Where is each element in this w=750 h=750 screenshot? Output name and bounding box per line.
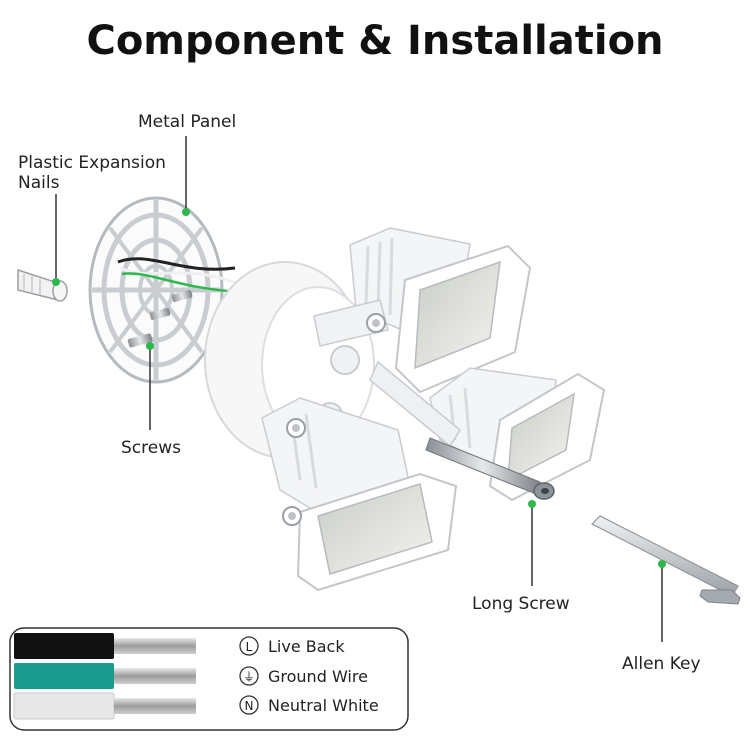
panel-screws — [127, 289, 193, 348]
live-wire-label: Live Back — [268, 637, 345, 656]
neutral-wire-strands — [114, 698, 196, 714]
long-screw-label: Long Screw — [472, 594, 570, 614]
long-screw — [425, 437, 555, 500]
neutral-symbol-icon — [239, 695, 259, 715]
right-floodlight — [369, 360, 606, 502]
fixture-knobs — [282, 313, 386, 526]
ground-symbol-text: ⏚ — [243, 670, 255, 684]
live-wire-strands — [114, 638, 196, 654]
ground-wire-label: Ground Wire — [268, 667, 368, 686]
leader-lines — [55, 136, 663, 642]
upper-floodlight — [313, 227, 532, 394]
allen-key — [590, 515, 741, 605]
live-symbol-icon — [239, 636, 259, 656]
ground-wire-strands — [114, 668, 196, 684]
allen-key-label: Allen Key — [622, 654, 701, 674]
neutral-symbol-text: N — [245, 699, 254, 713]
neutral-wire-label: Neutral White — [268, 696, 379, 715]
metal-panel — [88, 196, 241, 384]
screws-label: Screws — [121, 438, 181, 458]
ground-wire-insulation — [14, 663, 114, 689]
plastic-nails-label-line1: Plastic Expansion — [18, 153, 166, 173]
plastic-expansion-nails — [17, 268, 68, 302]
ground-symbol-icon — [239, 666, 259, 686]
page-title: Component & Installation — [86, 18, 664, 64]
live-symbol-text: L — [246, 640, 253, 654]
live-wire-insulation — [14, 633, 114, 659]
plastic-nails-label-line2: Nails — [18, 173, 60, 193]
accent-dots — [52, 208, 666, 568]
neutral-wire-insulation — [13, 692, 115, 720]
wire-legend: L ⏚ N — [9, 627, 409, 731]
metal-panel-label: Metal Panel — [138, 112, 237, 132]
